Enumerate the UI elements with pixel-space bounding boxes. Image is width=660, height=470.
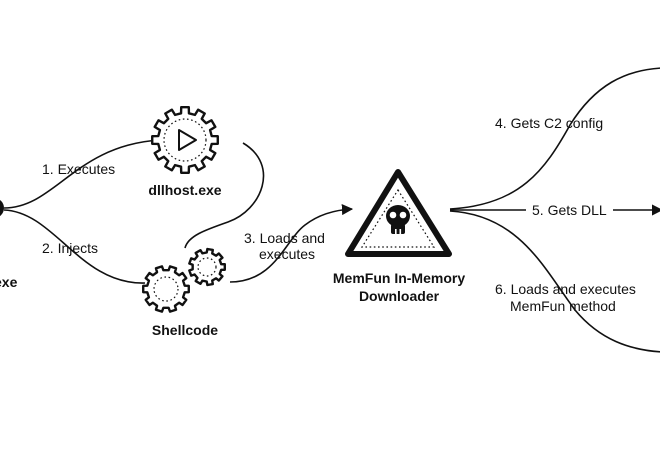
- edge-injects-label: 2. Injects: [42, 240, 98, 256]
- edge-gets-c2-config: [449, 67, 660, 210]
- gears-icon: [142, 247, 226, 313]
- edge-loads-executes: [229, 203, 354, 283]
- edge-loads-memfun-label-2: MemFun method: [510, 298, 616, 314]
- edge-gets-c2-config-label: 4. Gets C2 config: [495, 115, 603, 131]
- edge-gets-dll-label: 5. Gets DLL: [532, 202, 607, 218]
- shellcode-label: Shellcode: [152, 322, 218, 338]
- downloader-node: MemFun In-Memory Downloader: [333, 169, 465, 304]
- downloader-label-2: Downloader: [359, 288, 440, 304]
- dllhost-label: dllhost.exe: [148, 182, 221, 198]
- dllhost-node: dllhost.exe: [148, 106, 222, 198]
- gear-icon: [142, 265, 190, 313]
- downloader-label-1: MemFun In-Memory: [333, 270, 465, 286]
- edge-loads-executes-label-2: executes: [259, 246, 315, 262]
- gear-icon: [188, 247, 226, 287]
- edge-dllhost-shellcode: [184, 142, 265, 249]
- source-node: exe: [0, 200, 18, 290]
- source-node-label: exe: [0, 274, 18, 290]
- edge-executes-label: 1. Executes: [42, 161, 115, 177]
- skull-warning-icon: [345, 169, 452, 257]
- edge-loads-executes-label-1: 3. Loads and: [244, 230, 325, 246]
- shellcode-node: Shellcode: [142, 247, 226, 338]
- edge-injects: [3, 209, 146, 284]
- gear-play-icon: [151, 106, 219, 174]
- edge-loads-memfun-label-1: 6. Loads and executes: [495, 281, 636, 297]
- source-node-marker: [0, 200, 4, 216]
- edge-loads-memfun: [449, 210, 660, 353]
- edge-executes: [3, 139, 161, 209]
